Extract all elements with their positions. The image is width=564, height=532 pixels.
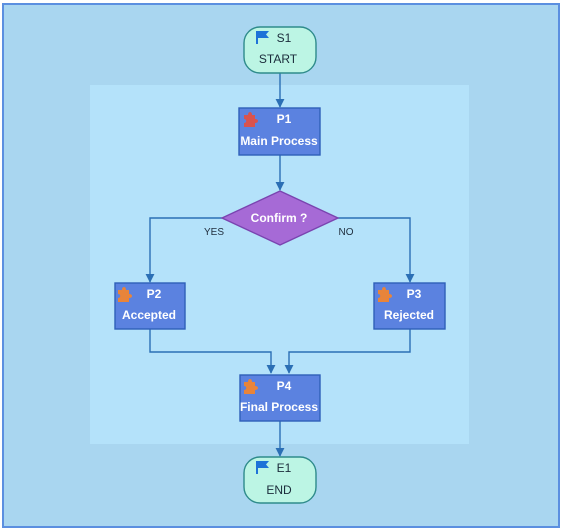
puzzle-icon [118, 287, 132, 302]
process-node-p1[interactable]: P1 Main Process [238, 107, 321, 156]
end-node-id: E1 [277, 461, 292, 475]
puzzle-icon [244, 379, 258, 394]
process-node-p3[interactable]: P3 Rejected [373, 282, 446, 330]
process-node-p3-id: P3 [407, 287, 422, 301]
process-node-p1-id: P1 [277, 112, 292, 126]
process-node-p2-id: P2 [147, 287, 162, 301]
edge-decision-to-p3 [338, 217, 415, 283]
start-node[interactable]: S1 START [243, 26, 317, 74]
edge-p3-to-p4 [284, 329, 411, 374]
flag-icon [256, 31, 269, 44]
puzzle-icon [378, 287, 392, 302]
start-node-id: S1 [277, 31, 292, 45]
decision-node-shape [220, 190, 340, 246]
process-node-p2[interactable]: P2 Accepted [114, 282, 186, 330]
end-node-shape [243, 456, 317, 504]
end-node[interactable]: E1 END [243, 456, 317, 504]
process-node-p4-label: Final Process [240, 400, 318, 414]
start-node-label: START [259, 52, 298, 66]
process-node-p4[interactable]: P4 Final Process [239, 374, 321, 422]
edge-p2-to-p4 [149, 329, 276, 374]
process-node-p4-id: P4 [277, 379, 292, 393]
puzzle-icon [244, 112, 258, 127]
end-node-label: END [266, 483, 292, 497]
edge-label-yes: YES [204, 227, 224, 238]
start-node-shape [243, 26, 317, 74]
process-node-p3-shape [373, 282, 446, 330]
edge-label-no: NO [339, 227, 354, 238]
process-node-p1-label: Main Process [240, 134, 318, 148]
decision-node[interactable]: Confirm ? [220, 190, 340, 246]
edge-decision-to-p2 [145, 217, 222, 283]
decision-node-label: Confirm ? [251, 211, 308, 225]
process-node-p3-label: Rejected [384, 308, 434, 322]
flag-icon [256, 461, 269, 474]
process-node-p2-label: Accepted [122, 308, 176, 322]
